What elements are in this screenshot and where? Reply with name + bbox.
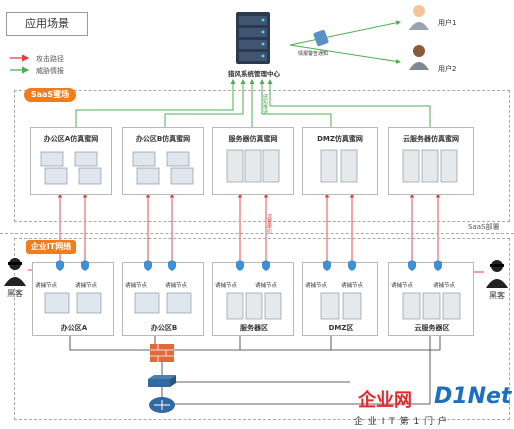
user-1-label: 用户1 (438, 19, 457, 27)
watermark-brand-en: D1Net (434, 384, 512, 409)
user-avatar-icon (409, 45, 429, 70)
saas-deploy-label: SaaS部署 (468, 223, 500, 231)
pc-icon (132, 151, 194, 185)
saas-tag: SaaS蜜场 (24, 88, 76, 102)
server-rack-icon (236, 12, 270, 64)
router-icon (148, 396, 176, 418)
hacker-right-label: 黑客 (489, 291, 505, 300)
trap-node-label: 诱捕节点 (75, 283, 98, 289)
pc-icon (134, 292, 192, 314)
push-label: 感知推送 (262, 94, 268, 114)
user-avatar-icon (409, 5, 429, 30)
shield-icon (348, 260, 356, 271)
shield-icon (144, 260, 152, 271)
zone-card-cloud: 诱捕节点 诱捕节点 云服务器区 (388, 262, 474, 336)
zone-label: 办公区B (150, 324, 178, 332)
legend-intel-label: 威胁情报 (36, 67, 64, 75)
honeynet-card-office-b: 办公区B仿真蜜网 (122, 127, 204, 195)
zone-label: 办公区A (60, 324, 88, 332)
zone-separator (0, 233, 514, 234)
switch-icon (148, 374, 176, 393)
legend-attack-label: 攻击路径 (36, 55, 64, 63)
watermark: 企业网 D1Net 企 业 I T 第 1 门 户 (348, 384, 514, 429)
hacker-left (2, 256, 30, 290)
honeynet-card-cloud: 云服务器仿真蜜网 (388, 127, 474, 195)
trap-node-label: 诱捕节点 (255, 283, 278, 289)
shield-icon (236, 260, 244, 271)
legend: 攻击路径 威胁情报 (10, 52, 90, 75)
shield-icon (434, 260, 442, 271)
pc-icon (40, 151, 102, 185)
trap-node-label: 诱捕节点 (165, 283, 188, 289)
server-icon (320, 149, 358, 183)
user-2-label: 用户2 (438, 65, 457, 73)
honeynet-label: DMZ仿真蜜网 (317, 135, 363, 143)
honeynet-label: 云服务器仿真蜜网 (403, 135, 459, 143)
shield-icon (168, 260, 176, 271)
enterprise-tag: 企业IT网络 (26, 240, 76, 254)
zone-label: 服务器区 (240, 324, 268, 332)
honeynet-card-dmz: DMZ仿真蜜网 (302, 127, 378, 195)
zone-card-server: 诱捕节点 诱捕节点 服务器区 (212, 262, 294, 336)
honeynet-label: 办公区A仿真蜜网 (43, 135, 99, 143)
shield-icon (81, 260, 89, 271)
trap-node-label: 诱捕节点 (391, 283, 414, 289)
management-server (232, 12, 274, 66)
hacker-left-label: 黑客 (7, 289, 23, 298)
honeynet-label: 办公区B仿真蜜网 (135, 135, 191, 143)
zone-card-office-a: 诱捕节点 诱捕节点 办公区A (32, 262, 114, 336)
zone-card-office-b: 诱捕节点 诱捕节点 办公区B (122, 262, 204, 336)
honeynet-card-server: 服务器仿真蜜网 (212, 127, 294, 195)
trap-node-label: 诱捕节点 (305, 283, 328, 289)
zone-card-dmz: 诱捕节点 诱捕节点 DMZ区 (302, 262, 378, 336)
traffic-label: 流量牵引 (266, 214, 272, 234)
honeynet-card-office-a: 办公区A仿真蜜网 (30, 127, 112, 195)
trap-node-label: 诱捕节点 (35, 283, 58, 289)
page-title: 应用场景 (6, 12, 88, 36)
user-1 (408, 4, 448, 34)
server-icon (402, 149, 458, 183)
zone-label: 云服务器区 (414, 324, 450, 332)
user-2 (408, 44, 448, 74)
watermark-sub: 企 业 I T 第 1 门 户 (354, 417, 448, 427)
trap-node-label: 诱捕节点 (125, 283, 148, 289)
shield-icon (56, 260, 64, 271)
legend-arrows (10, 54, 30, 74)
zone-label: DMZ区 (328, 324, 354, 332)
watermark-brand-cn: 企业网 (358, 390, 412, 411)
hacker-right (484, 258, 512, 292)
phone-icon (312, 29, 330, 50)
center-label: 猎风系统管理中心 (228, 70, 280, 78)
server-icon (320, 292, 362, 320)
server-icon (226, 149, 280, 183)
hacker-icon (4, 258, 26, 286)
pc-icon (44, 292, 102, 314)
server-icon (402, 292, 461, 320)
firewall-icon (150, 344, 174, 366)
enterprise-zone (14, 238, 510, 420)
shield-icon (408, 260, 416, 271)
server-icon (226, 292, 282, 320)
shield-icon (323, 260, 331, 271)
trap-node-label: 诱捕节点 (433, 283, 456, 289)
trap-node-label: 诱捕节点 (215, 283, 238, 289)
honeynet-label: 服务器仿真蜜网 (228, 135, 278, 143)
shield-icon (262, 260, 270, 271)
saas-zone (14, 90, 510, 222)
notify-label: 情报警告通知 (298, 51, 329, 57)
hacker-icon (486, 260, 508, 288)
trap-node-label: 诱捕节点 (341, 283, 364, 289)
